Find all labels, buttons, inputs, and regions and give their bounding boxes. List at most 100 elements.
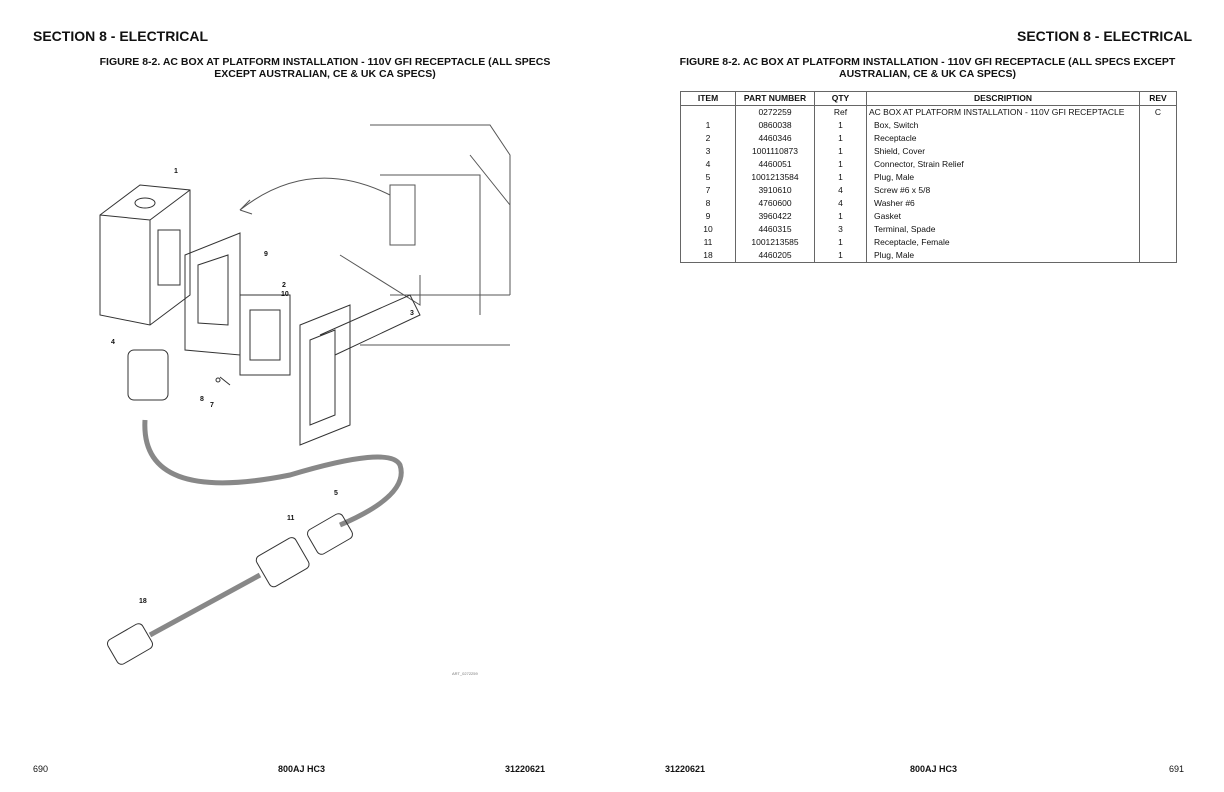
cell-part-number: 0860038 xyxy=(735,119,815,132)
cell-item: 10 xyxy=(680,223,736,236)
cell-part-number: 4460346 xyxy=(735,132,815,145)
col-rev: REV xyxy=(1139,91,1177,106)
cell-rev xyxy=(1139,184,1177,197)
col-qty: QTY xyxy=(814,91,867,106)
cell-description: Screw #6 x 5/8 xyxy=(866,184,1140,197)
cell-part-number: 3960422 xyxy=(735,210,815,223)
cell-qty: 1 xyxy=(814,249,867,263)
cell-rev xyxy=(1139,197,1177,210)
right-model: 800AJ HC3 xyxy=(910,764,958,774)
callout-10: 10 xyxy=(281,291,289,298)
cell-part-number: 4460205 xyxy=(735,249,815,263)
plug-female-drawing xyxy=(255,537,310,588)
cell-part-number: 3910610 xyxy=(735,184,815,197)
cell-item: 5 xyxy=(680,171,736,184)
cell-item: 1 xyxy=(680,119,736,132)
table-header-row: ITEM PART NUMBER QTY DESCRIPTION REV xyxy=(680,91,1177,106)
cell-item: 3 xyxy=(680,145,736,158)
left-model: 800AJ HC3 xyxy=(278,764,326,774)
left-section-title: SECTION 8 - ELECTRICAL xyxy=(33,28,209,44)
right-doc-number: 31220621 xyxy=(665,764,706,774)
left-page-number: 690 xyxy=(33,764,49,774)
exploded-diagram xyxy=(99,124,511,665)
cell-description: AC BOX AT PLATFORM INSTALLATION - 110V G… xyxy=(866,105,1140,119)
cell-part-number: 0272259 xyxy=(735,105,815,119)
cell-part-number: 1001213585 xyxy=(735,236,815,249)
cell-part-number: 1001213584 xyxy=(735,171,815,184)
cell-rev xyxy=(1139,171,1177,184)
cell-rev xyxy=(1139,223,1177,236)
callout-2: 2 xyxy=(282,282,286,289)
platform-background-drawing xyxy=(239,124,511,346)
cell-qty: 1 xyxy=(814,158,867,171)
cell-description: Plug, Male xyxy=(866,171,1140,184)
cell-qty: 1 xyxy=(814,119,867,132)
cell-description: Box, Switch xyxy=(866,119,1140,132)
switch-box-drawing xyxy=(99,184,191,326)
cell-description: Receptacle, Female xyxy=(866,236,1140,249)
strain-relief-drawing xyxy=(127,349,169,401)
cell-qty: 1 xyxy=(814,171,867,184)
cell-qty: 1 xyxy=(814,132,867,145)
cell-qty: 4 xyxy=(814,184,867,197)
cell-part-number: 4760600 xyxy=(735,197,815,210)
cell-description: Gasket xyxy=(866,210,1140,223)
cell-item: 8 xyxy=(680,197,736,210)
callout-7: 7 xyxy=(210,402,214,409)
left-figure-title: FIGURE 8-2. AC BOX AT PLATFORM INSTALLAT… xyxy=(99,56,551,80)
callout-9: 9 xyxy=(264,251,268,258)
cord-drawing xyxy=(142,419,404,528)
cell-description: Connector, Strain Relief xyxy=(866,158,1140,171)
cell-item: 2 xyxy=(680,132,736,145)
cell-qty: 1 xyxy=(814,210,867,223)
col-item: ITEM xyxy=(680,91,736,106)
callout-4: 4 xyxy=(111,339,115,346)
cell-qty: 3 xyxy=(814,223,867,236)
cell-rev xyxy=(1139,236,1177,249)
screw-washer-drawing xyxy=(215,376,231,386)
callout-3: 3 xyxy=(410,310,414,317)
cell-item: 7 xyxy=(680,184,736,197)
art-id: ART_0272259 xyxy=(452,671,478,676)
col-description: DESCRIPTION xyxy=(866,91,1140,106)
cell-part-number: 1001110873 xyxy=(735,145,815,158)
col-part-number: PART NUMBER xyxy=(735,91,815,106)
cell-item: 4 xyxy=(680,158,736,171)
cell-item: 11 xyxy=(680,236,736,249)
gasket-drawing xyxy=(184,232,241,356)
cell-rev xyxy=(1139,158,1177,171)
callout-11: 11 xyxy=(287,515,295,522)
left-doc-number: 31220621 xyxy=(505,764,546,774)
cable-drawing xyxy=(148,572,262,638)
cover-drawing xyxy=(299,294,421,446)
plug-male-5-drawing xyxy=(307,513,353,555)
cell-qty: 1 xyxy=(814,236,867,249)
cell-rev: C xyxy=(1139,105,1177,119)
right-page-number: 691 xyxy=(1169,764,1185,774)
cell-description: Plug, Male xyxy=(866,249,1140,263)
cell-description: Washer #6 xyxy=(866,197,1140,210)
cell-qty: Ref xyxy=(814,105,867,119)
cell-qty: 1 xyxy=(814,145,867,158)
right-figure-title: FIGURE 8-2. AC BOX AT PLATFORM INSTALLAT… xyxy=(679,56,1176,80)
cell-part-number: 4460315 xyxy=(735,223,815,236)
cell-rev xyxy=(1139,132,1177,145)
callout-8: 8 xyxy=(200,396,204,403)
cell-rev xyxy=(1139,119,1177,132)
callout-1: 1 xyxy=(174,168,178,175)
callout-5: 5 xyxy=(334,490,338,497)
parts-table: ITEM PART NUMBER QTY DESCRIPTION REV 027… xyxy=(680,91,1177,263)
cell-rev xyxy=(1139,249,1177,263)
cell-part-number: 4460051 xyxy=(735,158,815,171)
cell-item xyxy=(680,105,736,119)
right-section-title: SECTION 8 - ELECTRICAL xyxy=(1016,28,1192,44)
